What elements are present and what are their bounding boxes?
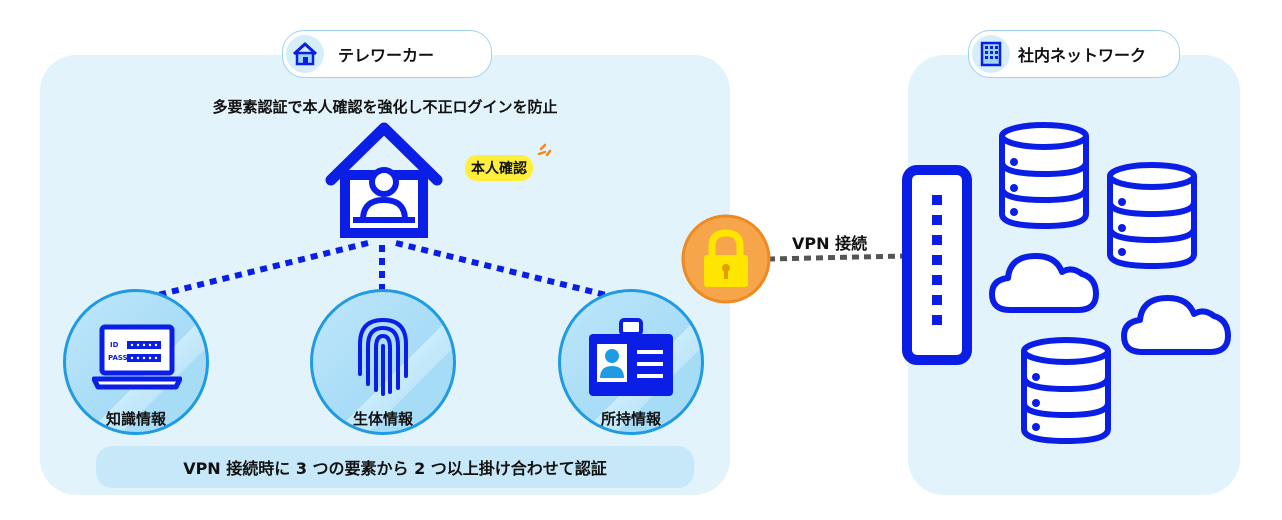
sparkle-icon [537, 143, 552, 157]
cloud-icon [1121, 295, 1231, 355]
factor-knowledge-label: 知識情報 [105, 410, 166, 428]
factor-biometric-label: 生体情報 [352, 410, 413, 428]
factor-possession-label: 所持情報 [600, 410, 661, 428]
auth-rule-note: VPN 接続時に 3 つの要素から 2 つ以上掛け合わせて認証 [96, 446, 694, 488]
database-icon [999, 122, 1089, 230]
house-person-icon [325, 122, 443, 238]
id-card-icon [589, 318, 673, 396]
laptop-pass-text: PASS [108, 354, 128, 362]
vpn-connector [767, 253, 905, 262]
building-icon [972, 35, 1010, 73]
database-icon [1107, 162, 1197, 270]
network-title: 社内ネットワーク [1018, 46, 1147, 65]
laptop-icon: ID PASS [92, 324, 182, 390]
fingerprint-icon [358, 317, 408, 396]
cloud-icon [989, 253, 1099, 313]
teleworker-description: 多要素認証で本人確認を強化し不正ログインを防止 [212, 98, 558, 116]
identity-badge: 本人確認 [465, 155, 533, 181]
database-icon [1021, 337, 1111, 445]
teleworker-title: テレワーカー [338, 46, 435, 65]
house-icon [286, 35, 324, 73]
switch-icon [902, 165, 972, 365]
teleworker-title-pill: テレワーカー [282, 30, 492, 78]
laptop-id-text: ID [110, 341, 119, 349]
lock-icon [681, 214, 771, 304]
network-title-pill: 社内ネットワーク [968, 30, 1180, 78]
vpn-label: VPN 接続 [792, 234, 868, 253]
